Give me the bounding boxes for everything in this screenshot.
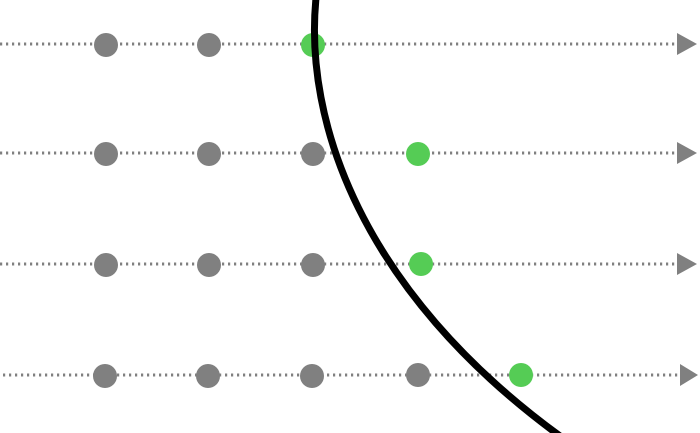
ray-arrowhead-icon <box>680 364 698 386</box>
sample-point <box>301 253 325 277</box>
surface-curve <box>310 0 562 433</box>
ray-row-3 <box>0 252 697 277</box>
sample-point <box>197 253 221 277</box>
ray-arrowhead-icon <box>677 33 697 55</box>
sample-point <box>196 364 220 388</box>
sample-point <box>94 253 118 277</box>
hit-point <box>406 142 430 166</box>
ray-arrowhead-icon <box>677 142 697 164</box>
sample-point <box>301 142 325 166</box>
ray-row-4 <box>3 363 698 388</box>
sample-point <box>197 142 221 166</box>
sample-point <box>197 33 221 57</box>
sample-point <box>94 33 118 57</box>
sample-point <box>406 363 430 387</box>
sample-point <box>300 364 324 388</box>
sample-point <box>93 364 117 388</box>
sample-point <box>94 142 118 166</box>
ray-row-1 <box>0 33 697 57</box>
ray-arrowhead-icon <box>677 253 697 275</box>
ray-row-2 <box>0 142 697 166</box>
hit-point <box>509 363 533 387</box>
hit-point <box>409 252 433 276</box>
